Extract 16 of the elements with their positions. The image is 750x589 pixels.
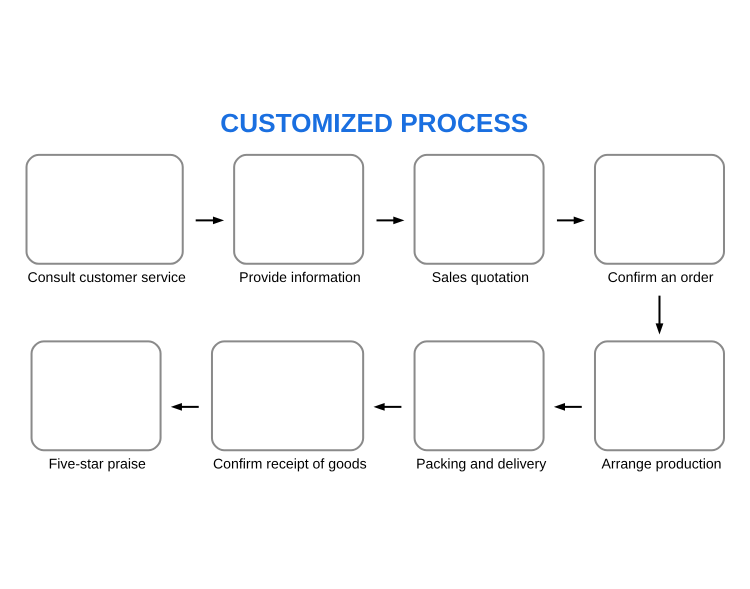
arrow: [196, 216, 224, 224]
node-label: Consult customer service: [28, 268, 186, 285]
arrow: [374, 402, 402, 410]
arrow: [376, 216, 404, 224]
node-label: Confirm receipt of goods: [212, 455, 367, 472]
node-label: Sales quotation: [432, 268, 529, 285]
arrow: [556, 216, 585, 224]
node-label: Provide information: [239, 268, 361, 285]
node-label: Arrange production: [602, 455, 722, 472]
arrow: [554, 402, 582, 410]
node-label: Confirm an order: [608, 268, 714, 285]
arrow: [656, 295, 664, 334]
node-label: Five-star praise: [48, 455, 146, 472]
arrow: [170, 402, 199, 410]
diagram-title: CUSTOMIZED PROCESS: [220, 108, 528, 138]
node-label: Packing and delivery: [416, 455, 546, 472]
